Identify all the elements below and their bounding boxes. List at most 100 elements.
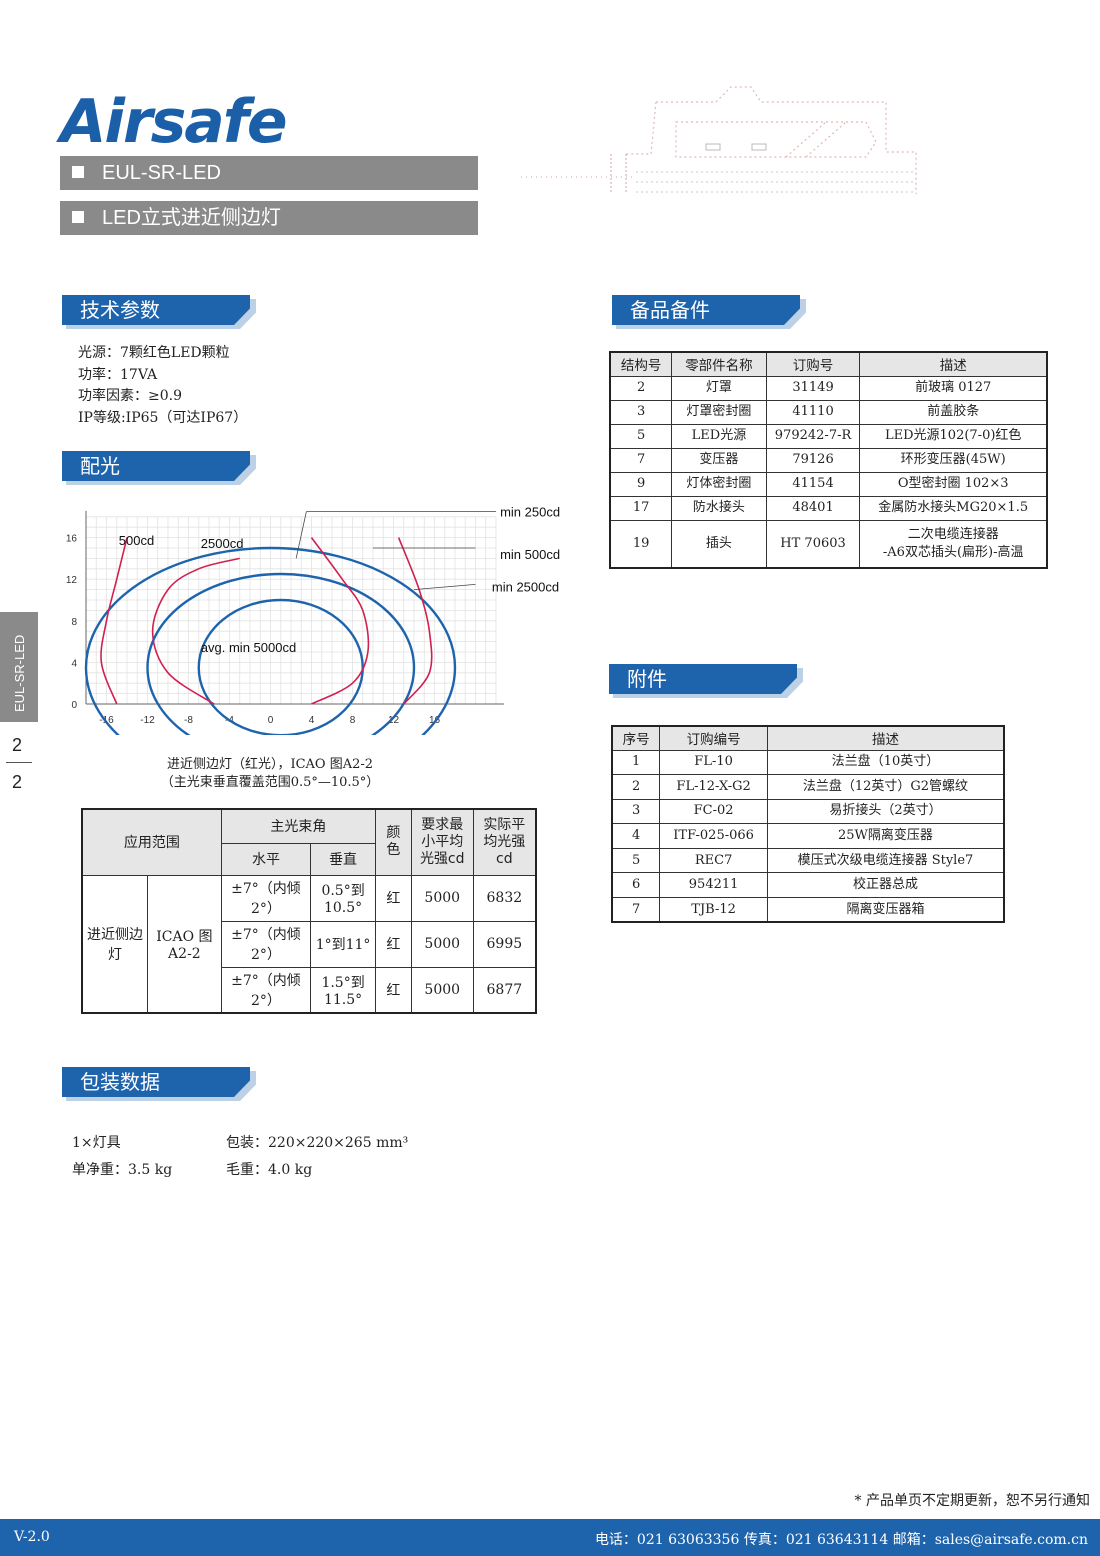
page-total: 2 <box>12 772 23 792</box>
param-ip-rating: IP等级:IP65（可达IP67） <box>78 409 248 426</box>
y-tick-label: 16 <box>66 534 78 545</box>
contact-info: 电话：021 63063356 传真：021 63643114 邮箱：sales… <box>594 1532 1088 1548</box>
th-part-name: 零部件名称 <box>671 351 767 377</box>
runway-layout-illustration <box>521 86 917 194</box>
tech-params: 光源：7颗红色LED颗粒 功率：17VA 功率因素：≥0.9 IP等级:IP65… <box>78 343 247 429</box>
y-tick-label: 12 <box>66 575 78 586</box>
chart-label: min 500cd <box>500 547 560 562</box>
chart-label: min 2500cd <box>492 579 559 594</box>
cell-h: ±7°（内倾2°） <box>220 920 312 968</box>
table-cell: 防水接头 <box>671 495 767 521</box>
table-cell: 7 <box>611 897 661 923</box>
th-acc-description: 描述 <box>766 725 1005 751</box>
table-cell: LED光源 <box>671 423 767 449</box>
table-cell: 灯罩密封圈 <box>671 399 767 425</box>
side-tab-label: EUL-SR-LED <box>12 634 27 712</box>
cell-min: 5000 <box>410 966 474 1014</box>
footer: V-2.0 电话：021 63063356 传真：021 63643114 邮箱… <box>0 1519 1100 1556</box>
th-order-code: 订购编号 <box>659 725 768 751</box>
chart-caption: 进近侧边灯（红光），ICAO 图A2-2 （主光束垂直覆盖范围0.5°—10.5… <box>130 756 410 792</box>
table-cell: 3 <box>609 399 673 425</box>
table-cell: 25W隔离变压器 <box>766 823 1005 849</box>
table-cell: 金属防水接头MG20×1.5 <box>859 495 1048 521</box>
leader-line <box>295 511 307 559</box>
table-cell: 前盖胶条 <box>859 399 1048 425</box>
table-cell: 41154 <box>765 471 861 497</box>
table-cell: 法兰盘（12英寸）G2管螺纹 <box>766 774 1005 800</box>
cell-actual: 6995 <box>472 920 537 968</box>
packing-size: 包装：220×220×265 mm³ <box>226 1135 409 1151</box>
net-weight: 单净重：3.5 kg <box>72 1162 173 1178</box>
table-cell: ITF-025-066 <box>659 823 768 849</box>
cell-scope2: ICAO 图A2-2 <box>147 874 222 1014</box>
table-row: ±7°（内倾2°） 1°到11° 红 5000 6995 <box>82 920 537 968</box>
chart-red-curves <box>100 537 433 705</box>
table-cell: LED光源102(7-0)红色 <box>859 423 1048 449</box>
table-cell: 7 <box>609 447 673 473</box>
table-cell: 6 <box>611 872 661 899</box>
table-cell: 48401 <box>765 495 861 521</box>
product-name: LED立式进近侧边灯 <box>102 207 281 229</box>
gross-weight: 毛重：4.0 kg <box>226 1162 313 1178</box>
table-cell: 31149 <box>765 375 861 401</box>
cell-v: 1.5°到11.5° <box>310 966 376 1014</box>
th-vertical: 垂直 <box>310 842 376 876</box>
x-tick-label: 12 <box>388 715 400 726</box>
table-cell: 隔离变压器箱 <box>766 897 1005 923</box>
table-row: ±7°（内倾2°） 1.5°到11.5° 红 5000 6877 <box>82 966 537 1014</box>
isocandela-ellipse <box>84 546 457 735</box>
section-header-tech: 技术参数 <box>62 295 250 325</box>
table-row: 进近侧边灯 ICAO 图A2-2 ±7°（内倾2°） 0.5°到10.5° 红 … <box>81 874 537 1014</box>
th-actual: 实际平均光强cd <box>472 808 537 876</box>
chart-label: avg. min 5000cd <box>201 640 296 655</box>
table-cell: 5 <box>611 847 661 874</box>
table-cell: 3 <box>611 798 661 825</box>
table-cell: 41110 <box>765 399 861 425</box>
th-description: 描述 <box>859 351 1048 377</box>
model-bar: EUL-SR-LED <box>60 156 478 190</box>
x-tick-label: 0 <box>268 715 274 726</box>
y-tick-label: 4 <box>71 658 77 669</box>
th-order-no: 订购号 <box>765 351 861 377</box>
x-tick-label: 4 <box>309 715 315 726</box>
page-divider <box>6 762 32 763</box>
cell-color: 红 <box>374 966 412 1014</box>
table-cell: REC7 <box>659 847 768 874</box>
table-cell: 19 <box>609 519 673 569</box>
page-current: 2 <box>12 735 23 755</box>
th-scope: 应用范围 <box>81 808 222 876</box>
table-cell: 79126 <box>765 447 861 473</box>
table-cell: 17 <box>609 495 673 521</box>
table-cell: 校正器总成 <box>766 872 1005 899</box>
x-tick-label: -8 <box>184 715 193 726</box>
param-power-factor: 功率因素：≥0.9 <box>78 388 182 404</box>
cell-color: 红 <box>374 920 412 968</box>
table-cell: 灯体密封圈 <box>671 471 767 497</box>
x-tick-label: -16 <box>99 715 114 726</box>
chart-label: min 250cd <box>500 505 560 520</box>
table-cell: HT 70603 <box>765 519 861 569</box>
x-tick-label: -12 <box>140 715 155 726</box>
table-cell: 环形变压器(45W) <box>859 447 1048 473</box>
cell-actual: 6877 <box>472 966 537 1014</box>
y-tick-label: 8 <box>71 617 77 628</box>
table-cell: 二次电缆连接器 -A6双芯插头(扁形)-高温 <box>859 519 1048 569</box>
th-structure-no: 结构号 <box>609 351 673 377</box>
cell-v: 1°到11° <box>310 920 376 968</box>
side-tab: EUL-SR-LED <box>0 612 38 722</box>
red-isocandela-curve <box>310 537 370 705</box>
packing-unit: 1×灯具 <box>72 1135 121 1151</box>
